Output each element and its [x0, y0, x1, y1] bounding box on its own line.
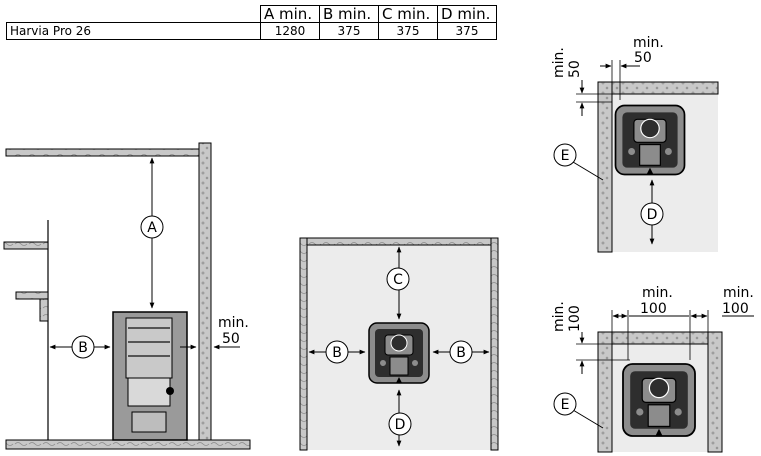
circle-b-right: [449, 340, 473, 364]
circle-c: [386, 267, 410, 291]
alcove-min-mid: min.: [642, 285, 673, 301]
circle-b-side: [71, 335, 95, 359]
circle-e-top: [553, 143, 577, 167]
alcove-100-v: 100: [567, 305, 583, 332]
value-c: 375: [378, 22, 438, 40]
floor: [5, 439, 251, 450]
header-b-min: B min.: [319, 5, 379, 23]
upper-bench: [3, 241, 49, 250]
corner-50-h: 50: [634, 50, 652, 66]
side-50-label: 50: [222, 331, 240, 347]
label-e-top: E: [561, 148, 570, 164]
bench-support: [39, 298, 49, 322]
heater-corner: [614, 104, 686, 176]
clearance-table: A min. B min. C min. D min. Harvia Pro 2…: [6, 5, 497, 40]
label-c: C: [393, 272, 403, 288]
e-leader-bottom: [572, 409, 604, 429]
header-d-min: D min.: [437, 5, 497, 23]
circle-a: [140, 215, 164, 239]
alcove-view: min. 100 min. 100 min. 100 E: [551, 285, 754, 453]
alcove-right-wall: [707, 331, 723, 453]
heater-side: [112, 311, 188, 441]
corner-50-v: 50: [567, 60, 583, 78]
ceiling-board: [5, 148, 205, 157]
right-wall: [490, 237, 499, 451]
alcove-min-v: min.: [551, 301, 567, 332]
label-d: D: [395, 417, 406, 433]
side-view: A B min. 50: [3, 142, 251, 450]
alcove-min-right: min.: [723, 285, 754, 301]
top-wall: [299, 237, 499, 246]
label-e-bottom: E: [561, 397, 570, 413]
e-leader-top: [572, 161, 604, 181]
circle-d: [388, 412, 412, 436]
label-b-left: B: [332, 345, 342, 361]
corner-min-v: min.: [551, 47, 567, 78]
value-b: 375: [319, 22, 379, 40]
label-b-side: B: [78, 340, 88, 356]
alcove-top-wall: [597, 331, 723, 345]
top-view-center: C D B B: [299, 237, 499, 451]
heater-alcove: [622, 363, 696, 437]
table-row: Harvia Pro 26 1280 375 375 375: [6, 22, 497, 40]
alcove-100-mid: 100: [640, 301, 667, 317]
corner-min-h: min.: [633, 35, 664, 51]
left-wall: [299, 237, 308, 451]
header-a-min: A min.: [260, 5, 320, 23]
corner-top-wall: [597, 81, 719, 95]
model-name: Harvia Pro 26: [6, 22, 261, 40]
lower-bench: [15, 291, 49, 300]
side-min-label: min.: [218, 315, 249, 331]
label-a: A: [147, 220, 157, 236]
circle-b-left: [325, 340, 349, 364]
side-wall: [198, 142, 212, 444]
circle-e-bottom: [553, 392, 577, 416]
corner-left-wall: [597, 81, 613, 253]
alcove-100-right: 100: [722, 301, 749, 317]
value-d: 375: [437, 22, 497, 40]
label-b-right: B: [456, 345, 466, 361]
alcove-left-wall: [597, 331, 613, 453]
corner-view-top: min. 50 min. 50 D E: [551, 35, 719, 253]
heater-top: [368, 322, 430, 384]
corner-label-d: D: [647, 207, 658, 223]
corner-circle-d: [640, 202, 664, 226]
